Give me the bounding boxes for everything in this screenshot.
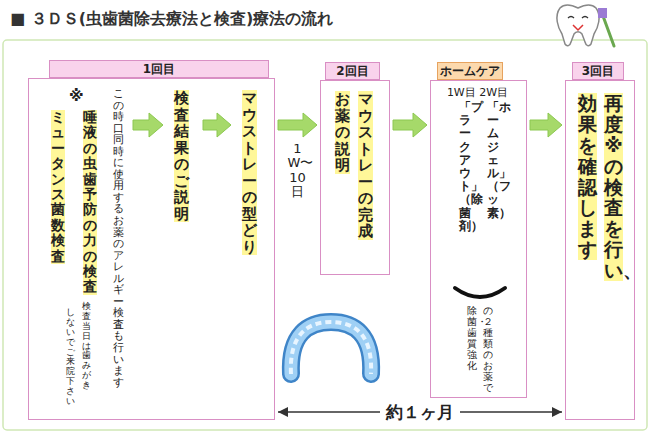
block-arrow: [203, 113, 231, 137]
flow-connector: [133, 113, 163, 137]
tray-outline: [291, 322, 371, 374]
asterisk-mark: ※: [69, 88, 84, 105]
arrow-head: [278, 407, 288, 417]
flow-connector: [530, 113, 562, 137]
step-text-box: 検査結果のご説明: [166, 88, 200, 238]
flow-connector: [393, 113, 427, 137]
visit-box: 2回目お薬の説明マウストレーの完成: [320, 80, 390, 275]
visit-header: 1回目: [49, 60, 269, 78]
note-text: 除菌・歯質強化: [467, 305, 477, 371]
visit-header: 3回目: [572, 62, 624, 80]
tooth-body: [557, 5, 599, 46]
step-text: ミュータンス菌数検査: [51, 110, 65, 264]
tooth-eyes: [568, 17, 588, 19]
visit-header: 2回目: [325, 62, 380, 80]
medicine-name: 「ホームジェル」（フッ素）: [487, 101, 499, 220]
outer-frame: [3, 40, 647, 430]
flow-connector: [278, 113, 317, 137]
tray-body: [291, 322, 371, 374]
connector-label: 約１ヶ月: [380, 401, 460, 424]
block-arrow: [530, 113, 562, 137]
visit-box: 3回目再度※の検査を行い、効果を確認します: [565, 80, 635, 420]
block-arrow: [133, 113, 163, 137]
block-arrow: [278, 113, 317, 137]
homecare-box: ホームケア1W目 2W目「ホームジェル」（フッ素）「プラークアウト」（除菌剤）の…: [430, 80, 527, 398]
step-text: 効果を確認します: [578, 93, 597, 260]
arrow-head: [552, 407, 562, 417]
step-text: マウストレーの完成: [358, 91, 373, 240]
connector-label: 1W〜10日: [287, 142, 307, 199]
tooth-mouth: [573, 25, 583, 30]
note-text: この時口同時に使用するお薬のアレルギー検査も行います: [113, 88, 124, 388]
mouth-tray: [291, 322, 371, 374]
toothbrush-bristles: [598, 8, 607, 18]
visit-box: 1回目※唾液の虫歯予防の力の検査ミュータンス菌数検査検査結果のご説明マウストレー…: [28, 78, 275, 420]
homecare-header: ホームケア: [437, 62, 503, 80]
note-text: 検査当日は歯みがき: [82, 302, 91, 391]
tray-teeth: [291, 322, 371, 374]
step-text: お薬の説明: [335, 91, 350, 174]
grouping-bracket: [455, 288, 505, 297]
diagram-title: ■ ３ＤＳ(虫歯菌除去療法と検査)療法の流れ: [10, 9, 333, 30]
step-text: 唾液の虫歯予防の力の検査: [83, 110, 97, 295]
medicine-name: 「プラークアウト」（除菌剤）: [459, 101, 471, 233]
flow-connector: [203, 113, 231, 137]
tooth-mascot: [557, 5, 614, 46]
step-text: 検査結果のご説明: [174, 90, 189, 222]
step-text: 再度※の検査を行い、: [604, 93, 623, 281]
step-text: マウストレーの型どり: [242, 90, 257, 255]
week-label: 1W目 2W目: [431, 85, 524, 100]
note-text: の２種類のお薬で: [483, 305, 493, 393]
block-arrow: [393, 113, 427, 137]
note-text: しないでご来院下さい: [66, 308, 75, 407]
toothbrush-handle: [603, 16, 614, 46]
step-text-box: マウストレーの型どり: [234, 88, 268, 268]
